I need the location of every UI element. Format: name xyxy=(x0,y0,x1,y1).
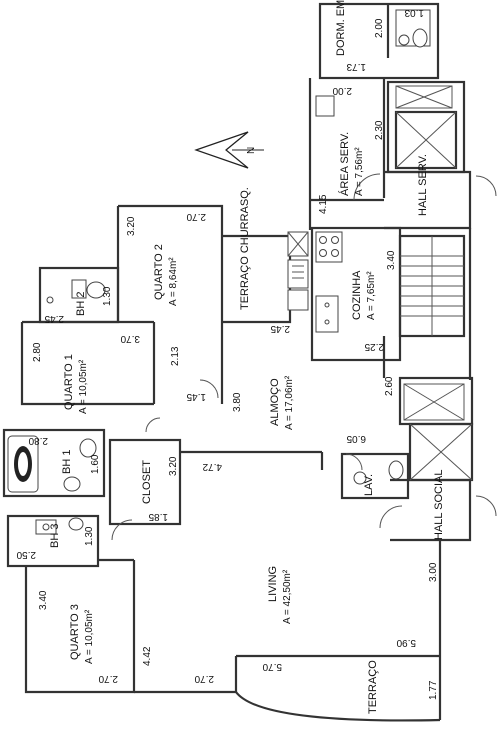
dim-1-03: 1.03 xyxy=(404,7,424,18)
dim-2-70-q2: 2.70 xyxy=(186,211,206,222)
room-cozinha-area: A = 7,65m² xyxy=(366,271,377,320)
dim-2-30: 2.30 xyxy=(374,120,385,140)
dim-3-80: 3.80 xyxy=(232,392,243,412)
dimension-labels: 1.03 2.00 1.73 2.00 2.30 4.15 3.40 3.20 … xyxy=(16,7,439,700)
dim-3-20-q2: 3.20 xyxy=(126,216,137,236)
dim-2-45-terr: 2.45 xyxy=(270,323,290,334)
dim-4-72: 4.72 xyxy=(202,461,222,472)
room-living: LIVING xyxy=(267,566,279,602)
dim-1-30-bh2: 1.30 xyxy=(102,286,113,306)
compass-label: N xyxy=(246,147,257,154)
dim-2-00-serv: 2.00 xyxy=(332,85,352,96)
room-cozinha: COZINHA xyxy=(351,270,363,320)
dim-2-13: 2.13 xyxy=(170,346,181,366)
dim-4-42: 4.42 xyxy=(142,646,153,666)
dim-4-15: 4.15 xyxy=(318,194,329,214)
room-closet: CLOSET xyxy=(141,460,153,504)
dim-6-05: 6.05 xyxy=(346,433,366,444)
dim-1-30-bh3: 1.30 xyxy=(84,526,95,546)
room-area-serv: ÁREA SERV. xyxy=(338,132,351,196)
room-hall-serv: HALL SERV. xyxy=(417,154,429,216)
room-quarto3: QUARTO 3 xyxy=(69,604,81,660)
dim-2-60: 2.60 xyxy=(384,376,395,396)
dim-1-60: 1.60 xyxy=(90,454,101,474)
dim-3-20-closet: 3.20 xyxy=(168,456,179,476)
room-bh3: BH 3 xyxy=(49,524,61,548)
north-arrow-icon: N xyxy=(194,131,264,169)
room-almoco-area: A = 17,06m² xyxy=(284,375,295,430)
room-lav: LAV. xyxy=(363,474,375,496)
room-area-serv-area: A = 7,56m² xyxy=(354,147,365,196)
room-hall-social: HALL SOCIAL xyxy=(433,469,445,540)
dim-3-40-q3: 3.40 xyxy=(38,590,49,610)
dim-2-80-bh1: 2.80 xyxy=(28,435,48,446)
room-living-area: A = 42,50m² xyxy=(282,569,293,624)
room-quarto1: QUARTO 1 xyxy=(63,354,75,410)
room-labels: DORM. EMPR. ÁREA SERV. A = 7,56m² HALL S… xyxy=(49,0,445,714)
dim-2-70-q3: 2.70 xyxy=(98,673,118,684)
dim-1-73: 1.73 xyxy=(346,61,366,72)
room-dorm-empr: DORM. EMPR. xyxy=(335,0,347,56)
dim-3-40: 3.40 xyxy=(386,250,397,270)
room-quarto1-area: A = 10,05m² xyxy=(78,359,89,414)
dim-3-00: 3.00 xyxy=(428,562,439,582)
room-bh1: BH 1 xyxy=(61,450,73,474)
room-terraco: TERRAÇO xyxy=(367,660,379,714)
room-quarto2: QUARTO 2 xyxy=(153,244,165,300)
dim-1-45: 1.45 xyxy=(186,391,206,402)
dim-2-70-liv: 2.70 xyxy=(194,673,214,684)
dim-2-50: 2.50 xyxy=(16,549,36,560)
room-quarto2-area: A = 8,64m² xyxy=(168,257,179,306)
room-quarto3-area: A = 10,05m² xyxy=(84,609,95,664)
dim-1-77: 1.77 xyxy=(428,680,439,700)
dim-2-25: 2.25 xyxy=(364,341,384,352)
room-almoco: ALMOÇO xyxy=(269,378,281,426)
dim-3-70: 3.70 xyxy=(120,333,140,344)
dim-2-80-q1: 2.80 xyxy=(32,342,43,362)
fixtures xyxy=(7,9,497,541)
dim-1-85: 1.85 xyxy=(148,511,168,522)
dim-5-90: 5.90 xyxy=(396,637,416,648)
room-bh2: BH 2 xyxy=(75,292,87,316)
room-terraco-churrasq: TERRAÇO CHURRASQ. xyxy=(239,187,251,310)
dim-2-45-bh2: 2.45 xyxy=(44,313,64,324)
dim-5-70: 5.70 xyxy=(262,661,282,672)
dim-2-00-dorm: 2.00 xyxy=(374,18,385,38)
